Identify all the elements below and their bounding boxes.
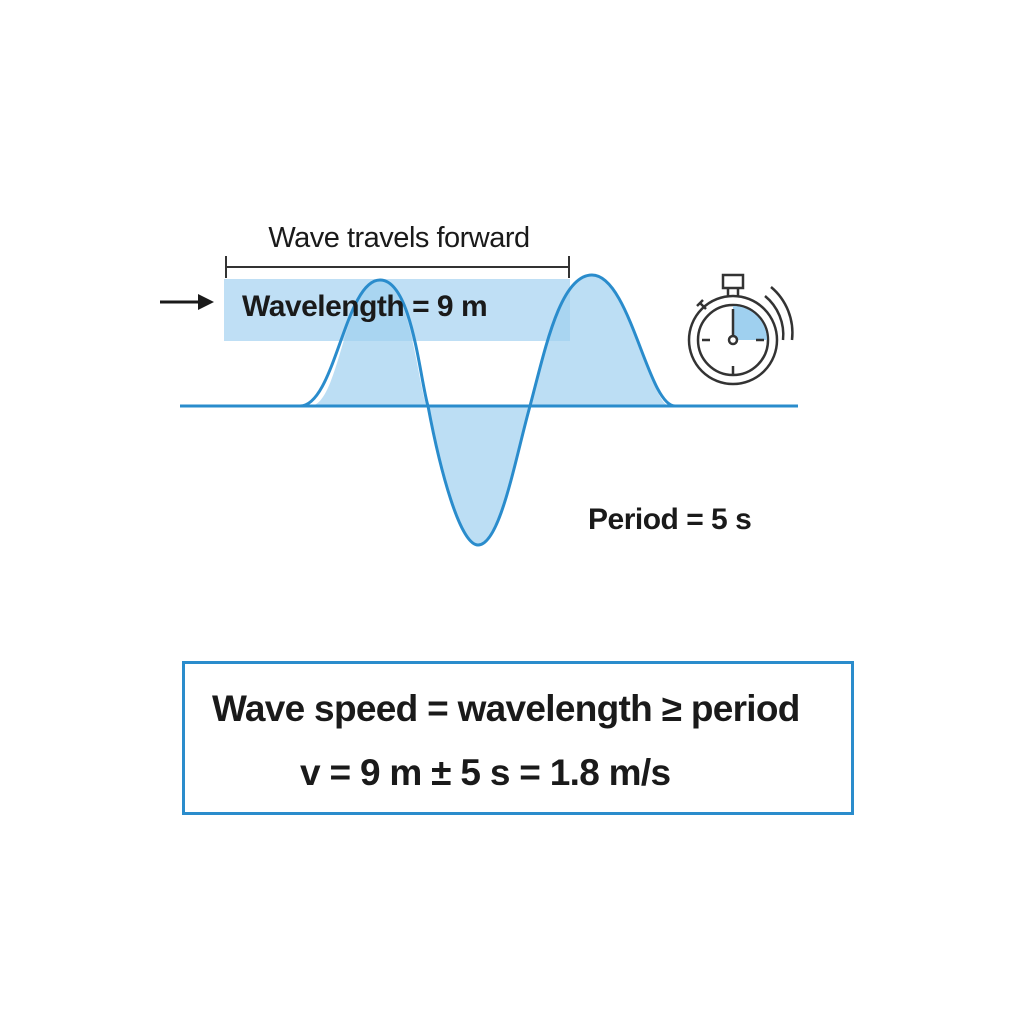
wave-fill <box>310 275 670 545</box>
stopwatch-icon <box>687 273 794 386</box>
travel-direction-label: Wave travels forward <box>268 222 530 254</box>
period-label: Period = 5 s <box>588 503 752 536</box>
wavelength-label: Wavelength = 9 m <box>242 290 488 323</box>
formula-definition: Wave speed = wavelength ≥ period <box>212 688 800 729</box>
wave-curve <box>299 273 676 547</box>
formula-calculation: v = 9 m ± 5 s = 1.8 m/s <box>300 752 671 793</box>
formula-box <box>182 661 854 815</box>
arrow-right-icon <box>160 294 214 310</box>
wavelength-bracket <box>225 256 570 278</box>
